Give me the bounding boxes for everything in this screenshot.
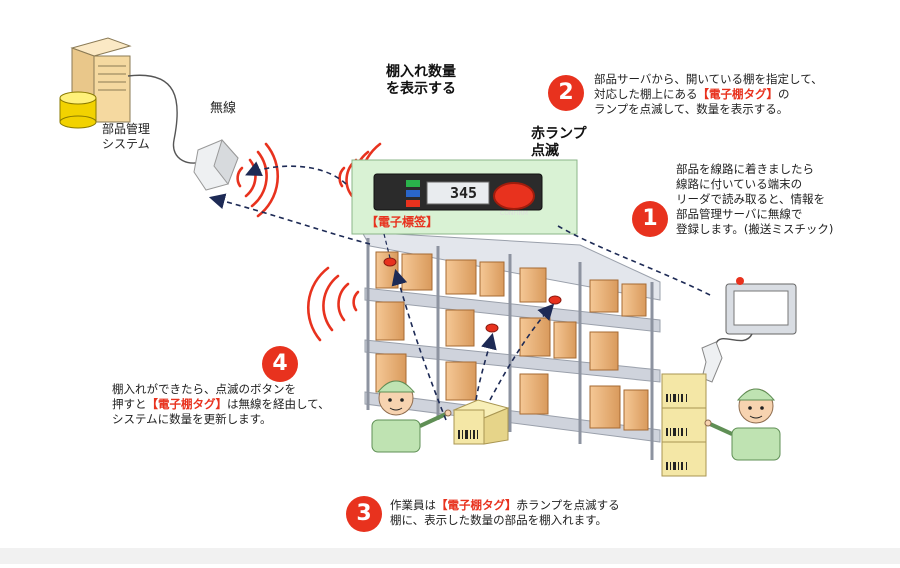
- step-text-line: 棚入れができたら、点滅のボタンを: [112, 382, 330, 397]
- step-text-line: ランプを点滅して、数量を表示する。: [594, 102, 823, 117]
- step-text-line: システムに数量を更新します。: [112, 412, 330, 427]
- worker-icon-right: [704, 388, 781, 461]
- tag-term: 【電子棚タグ】: [436, 498, 517, 512]
- server-system-label-line2: システム: [102, 137, 150, 151]
- barcode-scanner-icon: [701, 341, 723, 383]
- step-text-line: 部品サーバから、開いている棚を指定して、: [594, 72, 823, 87]
- wireless-signal-ap: [236, 142, 280, 218]
- electronic-shelf-tag-icon: [351, 159, 578, 235]
- step-text-run: 棚入れができたら、点滅のボタンを: [112, 382, 296, 396]
- wireless-signal-shelf: [306, 266, 360, 342]
- step-4-description: 棚入れができたら、点滅のボタンを押すと【電子棚タグ】は無線を経由して、システムに…: [112, 382, 330, 427]
- step-text-line: 部品管理サーバに無線で: [676, 207, 833, 222]
- step-text-run: 部品を線路に着きましたら: [676, 162, 814, 176]
- step-text-run: システムに数量を更新します。: [112, 412, 272, 426]
- quantity-display-label-line2: を表示する: [386, 81, 456, 97]
- step-text-run: は無線を経由して、: [227, 397, 330, 411]
- server-icon: [70, 37, 132, 123]
- step-text-line: リーダで読み取ると、情報を: [676, 192, 833, 207]
- step-text-run: 部品サーバから、開いている棚を指定して、: [594, 72, 823, 86]
- step-text-run: の: [778, 87, 790, 101]
- step-text-line: 作業員は【電子棚タグ】赤ランプを点滅する: [390, 498, 620, 513]
- shelf-rack: [361, 231, 661, 460]
- step-text-run: 押すと: [112, 397, 147, 411]
- step-2-description: 部品サーバから、開いている棚を指定して、対応した棚上にある【電子棚タグ】のランプ…: [594, 72, 823, 117]
- step-text-line: 棚に、表示した数量の部品を棚入れます。: [390, 513, 620, 528]
- red-lamp-label-line2: 点滅: [531, 143, 559, 159]
- step-text-line: 部品を線路に着きましたら: [676, 162, 833, 177]
- quantity-display-label-line1: 棚入れ数量: [386, 64, 456, 80]
- quantity-display-label: 棚入れ数量 を表示する: [386, 64, 456, 98]
- step-text-run: 赤ランプを点滅する: [516, 498, 620, 512]
- red-lamp-label: 赤ランプ 点滅: [531, 126, 587, 160]
- step-badge-2: 2: [548, 75, 584, 111]
- step-text-run: 棚に、表示した数量の部品を棚入れます。: [390, 513, 608, 527]
- tag-confirm-label: CONFIRM: [500, 210, 528, 217]
- wireless-label: 無線: [210, 101, 237, 116]
- shelf-tag-markers: [383, 257, 562, 333]
- step-1-description: 部品を線路に着きましたら線路に付いている端末のリーダで読み取ると、情報を部品管理…: [676, 162, 833, 237]
- tag-term: 【電子棚タグ】: [697, 87, 779, 101]
- step-3-description: 作業員は【電子棚タグ】赤ランプを点滅する棚に、表示した数量の部品を棚入れます。: [390, 498, 620, 528]
- step-badge-4: 4: [262, 346, 298, 382]
- server-system-label: 部品管理 システム: [102, 122, 150, 152]
- tag-display-value: 345: [450, 184, 478, 202]
- handheld-terminal-icon: [725, 277, 797, 335]
- step-text-line: 押すと【電子棚タグ】は無線を経由して、: [112, 397, 330, 412]
- tag-term: 【電子棚タグ】: [146, 397, 228, 411]
- flow-arrows: [208, 161, 713, 421]
- step-text-run: 線路に付いている端末の: [676, 177, 803, 191]
- wireless-access-point-icon: [193, 139, 239, 191]
- server-system-label-line1: 部品管理: [102, 122, 151, 136]
- parts-box-icon: [452, 399, 510, 445]
- step-text-run: ランプを点滅して、数量を表示する。: [594, 102, 789, 116]
- step-text-line: 登録します。(搬送ミスチック): [676, 222, 833, 237]
- step-text-run: 部品管理サーバに無線で: [676, 207, 803, 221]
- parts-box-stack: [661, 373, 707, 477]
- step-badge-3: 3: [346, 496, 382, 532]
- step-text-run: 登録します。(搬送ミスチック): [676, 222, 834, 236]
- database-icon: [59, 91, 97, 129]
- step-text-line: 線路に付いている端末の: [676, 177, 833, 192]
- step-text-line: 対応した棚上にある【電子棚タグ】の: [594, 87, 823, 102]
- step-text-run: 対応した棚上にある: [594, 87, 698, 101]
- red-lamp-label-line1: 赤ランプ: [531, 126, 587, 142]
- step-text-run: 作業員は: [390, 498, 436, 512]
- step-badge-1: 1: [632, 201, 668, 237]
- step-text-run: リーダで読み取ると、情報を: [676, 192, 826, 206]
- tag-name-label: 【電子標签】: [366, 215, 439, 229]
- worker-icon: [371, 380, 452, 453]
